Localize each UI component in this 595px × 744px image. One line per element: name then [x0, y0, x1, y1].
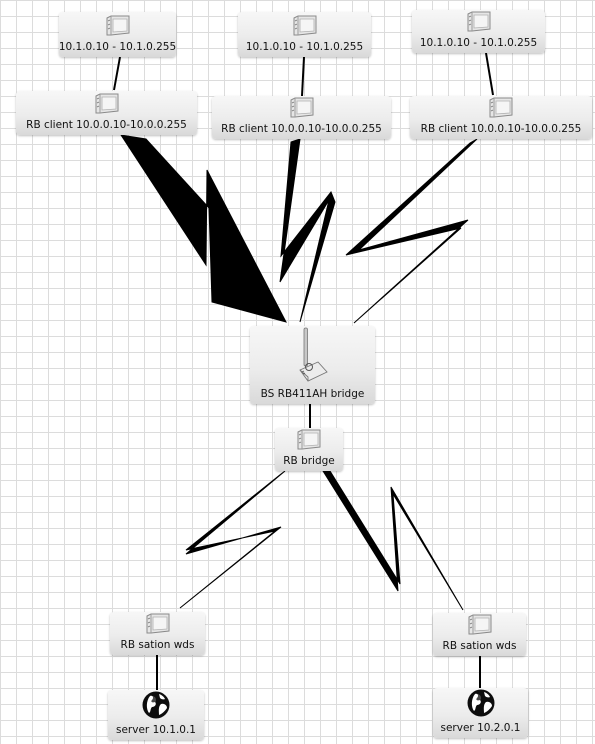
- wireless-interface-icon: [143, 613, 173, 639]
- wireless-interface-icon: [92, 93, 122, 119]
- node-rb-client-1[interactable]: RB client 10.0.0.10-10.0.0.255: [16, 91, 197, 135]
- node-rb-bridge[interactable]: RB bridge: [275, 428, 343, 471]
- wireless-interface-icon: [465, 614, 495, 640]
- wireless-link-rbb-s1: [179, 470, 286, 609]
- node-label: RB client 10.0.0.10-10.0.0.255: [221, 123, 382, 135]
- wireless-interface-icon: [290, 15, 320, 41]
- node-label: RB client 10.0.0.10-10.0.0.255: [26, 119, 187, 131]
- node-label: RB bridge: [283, 455, 335, 467]
- node-rb-client-2[interactable]: RB client 10.0.0.10-10.0.0.255: [212, 96, 391, 139]
- node-rb-station-1[interactable]: RB sation wds: [110, 612, 205, 655]
- wired-link-n3-c3: [485, 52, 494, 96]
- antenna-router-icon: [296, 326, 330, 388]
- globe-icon: [141, 690, 171, 724]
- node-label: server 10.2.0.1: [440, 722, 521, 734]
- node-label: 10.1.0.10 - 10.1.0.255: [245, 41, 364, 53]
- globe-icon: [466, 688, 496, 722]
- node-bs-bridge[interactable]: BS RB411AH bridge: [250, 326, 375, 404]
- node-label: RB sation wds: [442, 640, 517, 652]
- node-label: BS RB411AH bridge: [260, 388, 365, 400]
- node-rb-client-3[interactable]: RB client 10.0.0.10-10.0.0.255: [410, 96, 592, 139]
- node-label: 10.1.0.10 - 10.1.0.255: [419, 37, 538, 49]
- node-label: server 10.1.0.1: [116, 724, 196, 736]
- node-label: RB client 10.0.0.10-10.0.0.255: [420, 123, 582, 135]
- node-label: RB sation wds: [120, 639, 195, 651]
- wireless-link-rbb-s2: [322, 470, 464, 611]
- wireless-interface-icon: [486, 97, 516, 123]
- wired-link-n1-c1: [113, 56, 121, 91]
- wireless-interface-icon: [294, 429, 324, 455]
- wireless-interface-icon: [287, 97, 317, 123]
- wireless-link-c1-bs: [119, 134, 287, 323]
- node-range-1[interactable]: 10.1.0.10 - 10.1.0.255: [59, 12, 176, 57]
- node-server-2[interactable]: server 10.2.0.1: [433, 688, 528, 738]
- node-range-3[interactable]: 10.1.0.10 - 10.1.0.255: [412, 10, 545, 53]
- wireless-link-c3-bs: [345, 138, 478, 324]
- node-rb-station-2[interactable]: RB sation wds: [433, 613, 526, 656]
- node-label: 10.1.0.10 - 10.1.0.255: [58, 41, 177, 53]
- node-server-1[interactable]: server 10.1.0.1: [108, 690, 204, 740]
- wired-link-n2-c2: [301, 56, 305, 97]
- wireless-link-c2-bs: [279, 138, 336, 323]
- wireless-interface-icon: [103, 15, 133, 41]
- wireless-interface-icon: [464, 11, 494, 37]
- node-range-2[interactable]: 10.1.0.10 - 10.1.0.255: [238, 12, 371, 57]
